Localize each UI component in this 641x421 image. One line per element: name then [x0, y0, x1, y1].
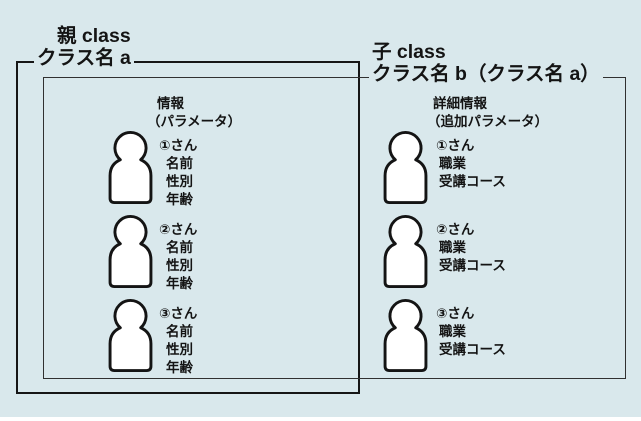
member-id: ③さん: [159, 306, 198, 321]
person-icon: [383, 215, 428, 289]
member-attr: 性別: [166, 342, 193, 357]
member-attr: 職業: [439, 240, 466, 255]
person-icon: [108, 131, 153, 205]
member-id: ②さん: [436, 222, 475, 237]
member-attr: 名前: [166, 156, 193, 171]
member-attr: 年齢: [166, 276, 193, 291]
member-attr: 性別: [166, 174, 193, 189]
child-member-1: ①さん 職業 受講コース: [436, 137, 506, 191]
child-member-3: ③さん 職業 受講コース: [436, 305, 506, 359]
member-id: ③さん: [436, 306, 475, 321]
member-attr: 性別: [166, 258, 193, 273]
parent-class-label: 親 class クラス名 a: [34, 25, 134, 69]
person-icon: [383, 299, 428, 373]
child-section-subtitle: （追加パラメータ）: [427, 114, 549, 129]
bottom-strip: [0, 417, 641, 421]
parent-member-2: ②さん 名前 性別 年齢: [159, 221, 197, 293]
parent-class-title: 親 class: [57, 25, 131, 47]
member-id: ②さん: [159, 222, 198, 237]
parent-section-subtitle: （パラメータ）: [147, 114, 242, 129]
parent-class-box: [16, 61, 360, 394]
member-attr: 受講コース: [439, 258, 506, 273]
parent-member-3: ③さん 名前 性別 年齢: [159, 305, 197, 377]
child-class-name: クラス名 b（クラス名 a）: [372, 63, 600, 85]
person-icon: [108, 299, 153, 373]
child-section-header: 詳細情報 （追加パラメータ）: [427, 95, 548, 131]
member-id: ①さん: [436, 138, 475, 153]
member-attr: 名前: [166, 324, 193, 339]
member-attr: 年齢: [166, 192, 193, 207]
child-class-box: [42, 76, 626, 379]
member-attr: 職業: [439, 156, 466, 171]
member-attr: 受講コース: [439, 342, 506, 357]
member-id: ①さん: [159, 138, 198, 153]
child-member-2: ②さん 職業 受講コース: [436, 221, 506, 275]
person-icon: [383, 131, 428, 205]
member-attr: 職業: [439, 324, 466, 339]
parent-section-title: 情報: [157, 96, 184, 111]
person-icon: [108, 215, 153, 289]
member-attr: 年齢: [166, 360, 193, 375]
parent-member-1: ①さん 名前 性別 年齢: [159, 137, 197, 209]
parent-class-name: クラス名 a: [37, 47, 131, 69]
parent-section-header: 情報 （パラメータ）: [147, 95, 241, 131]
member-attr: 受講コース: [439, 174, 506, 189]
child-section-title: 詳細情報: [433, 96, 487, 111]
member-attr: 名前: [166, 240, 193, 255]
child-class-label: 子 class クラス名 b（クラス名 a）: [369, 41, 603, 85]
child-class-title: 子 class: [372, 41, 446, 63]
